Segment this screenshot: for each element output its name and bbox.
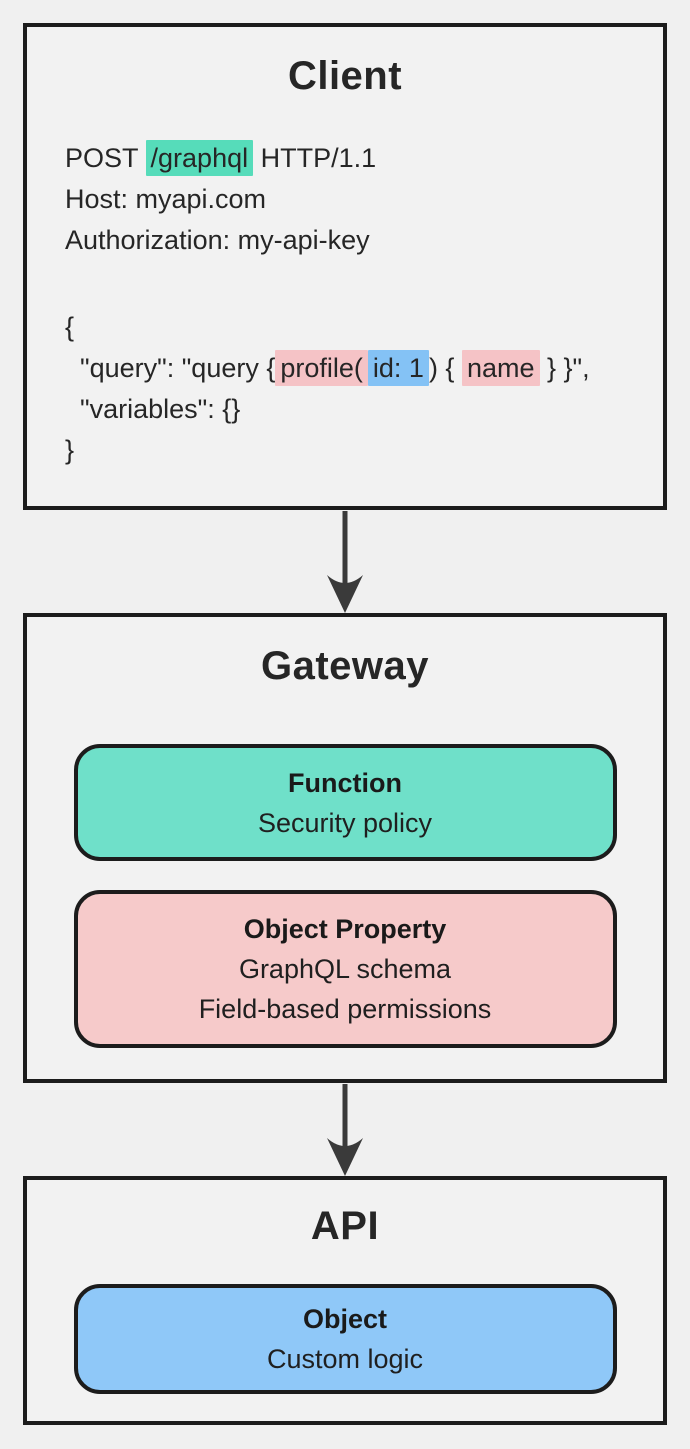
object-property-card-line-schema: GraphQL schema xyxy=(238,954,452,984)
arrow-client-to-gateway xyxy=(327,511,363,613)
request-line-host: Host: myapi.com xyxy=(65,184,267,214)
id-arg-highlight: id: 1 xyxy=(367,350,429,386)
payload-variables-line: "variables": {} xyxy=(65,394,241,424)
function-card-title: Function xyxy=(288,767,402,798)
payload-close-brace: } xyxy=(65,435,75,465)
function-card-line: Security policy xyxy=(257,807,433,838)
object-card-title: Object xyxy=(302,1304,388,1334)
profile-highlight: profile( xyxy=(275,350,368,386)
gateway-panel-title: Gateway xyxy=(260,644,430,688)
object-card-line: Custom logic xyxy=(266,1344,424,1374)
query-mid: ) { xyxy=(428,353,462,383)
object-property-card-title: Object Property xyxy=(243,914,447,944)
arrow-gateway-to-api xyxy=(327,1084,363,1176)
query-suffix: } }", xyxy=(539,353,590,383)
object-card: Object Custom logic xyxy=(73,1284,617,1394)
client-panel-title: Client xyxy=(287,54,403,98)
name-field-highlight: name xyxy=(461,350,540,386)
object-property-card-line-permissions: Field-based permissions xyxy=(198,994,492,1024)
request-line-post: POST /graphql HTTP/1.1 xyxy=(65,138,663,179)
request-method: POST xyxy=(65,143,146,173)
payload-query-line: "query": "query {profile(id: 1) { name }… xyxy=(65,348,663,389)
request-payload-block: { "query": "query {profile(id: 1) { name… xyxy=(65,307,663,471)
http-request-block: POST /graphql HTTP/1.1 Host: myapi.com A… xyxy=(65,138,663,261)
object-property-card: Object Property GraphQL schema Field-bas… xyxy=(73,890,617,1048)
gateway-panel: Gateway Function Security policy Object … xyxy=(23,613,667,1083)
api-panel: API Object Custom logic xyxy=(23,1176,667,1425)
client-panel: Client POST /graphql HTTP/1.1 Host: myap… xyxy=(23,23,667,510)
payload-open-brace: { xyxy=(65,312,75,342)
function-card: Function Security policy xyxy=(73,744,617,861)
graphql-path-highlight: /graphql xyxy=(145,140,254,176)
request-protocol: HTTP/1.1 xyxy=(253,143,377,173)
query-prefix: "query": "query { xyxy=(65,353,276,383)
request-line-authorization: Authorization: my-api-key xyxy=(65,225,370,255)
api-panel-title: API xyxy=(310,1204,380,1248)
